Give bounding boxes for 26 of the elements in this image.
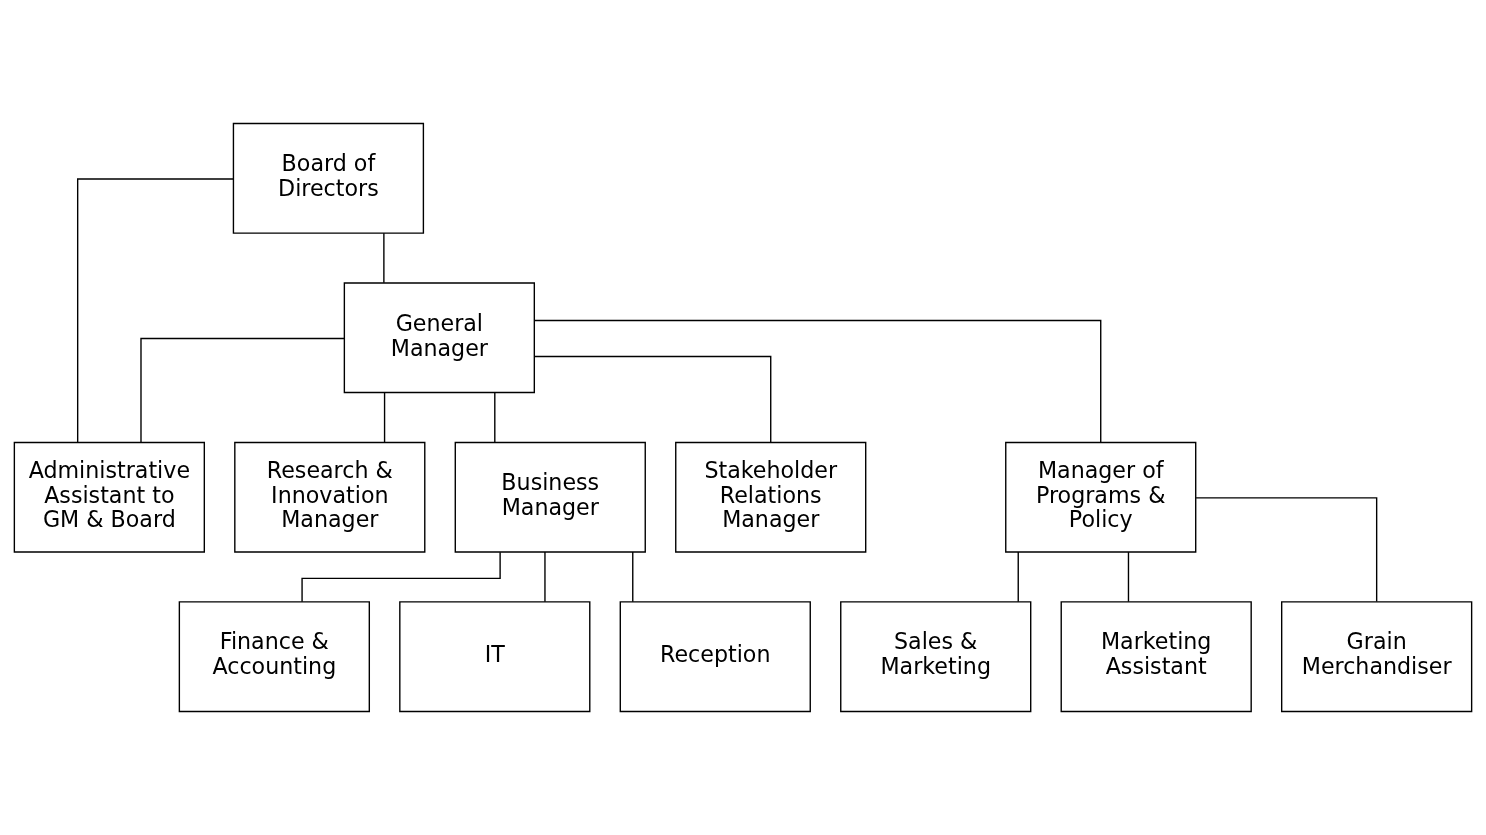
node-box: Board of Directors (232, 122, 425, 234)
node-box: Finance & Accounting (178, 601, 370, 713)
connector (77, 178, 234, 443)
connector (301, 551, 501, 603)
node-box: Reception (619, 601, 811, 713)
connector (1195, 497, 1378, 603)
node-box: Manager of Programs & Policy (1005, 441, 1197, 553)
connector (533, 319, 1102, 443)
connector (544, 551, 546, 603)
node-box: Marketing Assistant (1060, 601, 1252, 713)
connector (383, 232, 385, 284)
node-box: Sales & Marketing (840, 601, 1032, 713)
connector (383, 391, 386, 443)
connector (632, 551, 634, 603)
node-box: IT (399, 601, 591, 713)
connector (534, 355, 772, 444)
node-box: Research & Innovation Manager (234, 441, 426, 553)
node-box: Stakeholder Relations Manager (675, 441, 867, 553)
node-box: Administrative Assistant to GM & Board (13, 441, 205, 553)
connector (140, 337, 345, 443)
connector (1127, 551, 1130, 603)
connector (1017, 551, 1019, 603)
node-box: Business Manager (454, 441, 646, 553)
node-box: Grain Merchandiser (1281, 601, 1473, 713)
connector (494, 391, 496, 443)
node-box: General Manager (343, 282, 535, 394)
